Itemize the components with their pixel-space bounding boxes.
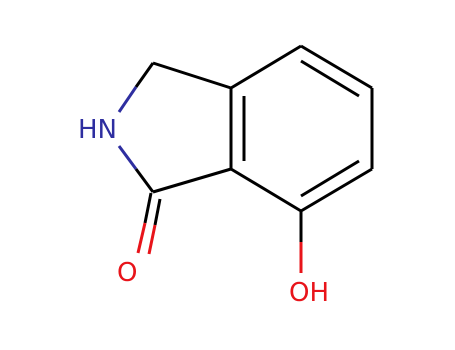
bond-ring-2-inner xyxy=(300,59,360,98)
bond-ring-4 xyxy=(300,167,373,213)
bond-n-carbonyl xyxy=(134,168,155,193)
bond-ch2-ring xyxy=(152,61,232,90)
bond-ch2-n-colored xyxy=(117,86,138,113)
bond-ring-2 xyxy=(300,44,373,90)
bond-n-carbonyl-colored xyxy=(117,145,138,170)
bond-co-a-red xyxy=(136,222,147,254)
bond-co-b xyxy=(153,198,162,226)
bond-co-a xyxy=(143,192,153,224)
bond-carbonyl-ring xyxy=(152,167,232,194)
bond-ch2-n xyxy=(134,62,155,88)
hydroxyl-label: OH xyxy=(289,278,329,308)
bond-ring-1 xyxy=(230,44,302,90)
bond-ring-4-inner xyxy=(300,159,360,198)
nh-label: HN xyxy=(78,115,117,145)
bond-ring-5 xyxy=(230,167,302,213)
bond-co-b-red xyxy=(147,224,157,255)
carbonyl-oxygen-label: O xyxy=(117,258,137,288)
